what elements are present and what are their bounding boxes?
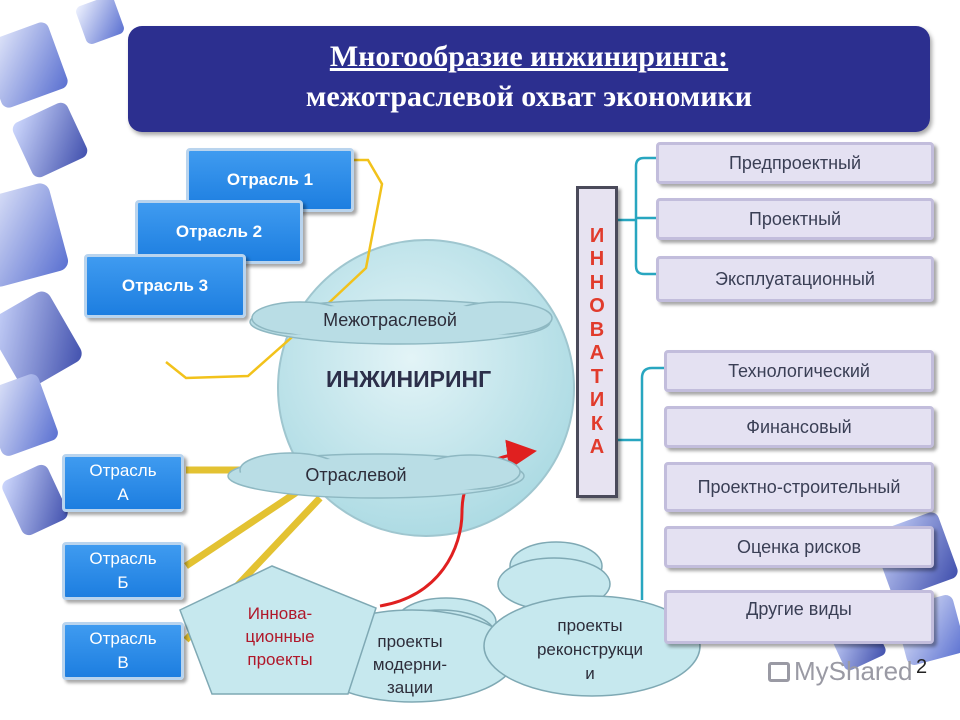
title-banner: Многообразие инжиниринга: межотраслевой … (128, 26, 930, 132)
watermark-icon (768, 662, 790, 682)
stage-preproject-label: Предпроектный (728, 152, 862, 173)
innovation-letter: А (589, 436, 605, 458)
modernization-projects-text: проекты модерни- зации (340, 630, 480, 699)
stage-operational-box: Эксплуатационный (656, 256, 934, 302)
reconstruction-line-3: и (585, 664, 595, 683)
innovation-projects-line-2: ционные (245, 627, 315, 646)
innovation-letter: Т (590, 365, 604, 388)
top-sectors-bracket (165, 158, 384, 380)
innovation-letter: О (589, 295, 605, 317)
sector-3-label: Отрасль 3 (121, 276, 209, 295)
type-financial-label: Финансовый (746, 416, 852, 437)
modernization-line-1: проекты (377, 632, 443, 651)
type-other-label: Другие виды (746, 599, 852, 619)
title-line-1: Многообразие инжиниринга: (329, 40, 729, 73)
innovation-letter: И (589, 389, 605, 411)
type-other-box: Другие виды (664, 590, 934, 644)
modernization-projects-shape (307, 597, 517, 703)
watermark-text: MyShared (794, 656, 913, 686)
innovation-projects-line-3: проекты (247, 650, 313, 669)
sector-a-box: Отрасль А (62, 454, 184, 512)
type-technological-label: Технологический (728, 360, 870, 381)
innovation-projects-line-1: Иннова- (247, 604, 313, 623)
stages-bracket (618, 156, 656, 276)
sector-2-label: Отрасль 2 (175, 222, 263, 241)
sector-b-box: Отрасль Б (62, 542, 184, 600)
innovation-letter: И (589, 224, 605, 247)
type-construction-box: Проектно-строительный (664, 462, 934, 512)
reconstruction-line-2: реконструкци (536, 640, 644, 659)
innovation-letter: К (590, 412, 604, 435)
sector-a-line-1: Отрасль (89, 461, 157, 480)
innovation-letter: А (589, 342, 605, 364)
sector-b-line-1: Отрасль (89, 549, 157, 568)
sector-b-line-2: Б (117, 573, 129, 592)
innovation-letter: В (589, 318, 605, 341)
type-technological-box: Технологический (664, 350, 934, 392)
type-construction-label: Проектно-строительный (697, 476, 901, 497)
innovation-letter: Н (589, 248, 605, 270)
types-bracket (618, 366, 664, 600)
cloud-sector-label: Отраслевой (305, 465, 407, 485)
innovation-bar: И Н Н О В А Т И К А (576, 186, 618, 498)
cloud-intersector (249, 299, 553, 345)
modernization-line-3: зации (387, 678, 433, 697)
stage-project-box: Проектный (656, 198, 934, 240)
sector-v-line-2: В (117, 653, 129, 672)
cloud-intersector-label: Межотраслевой (323, 310, 457, 330)
beam-sector-b (184, 487, 302, 569)
page-number: 2 (916, 656, 928, 678)
type-financial-box: Финансовый (664, 406, 934, 448)
modernization-line-2: модерни- (372, 655, 448, 674)
reconstruction-projects-text: проекты реконструкци и (508, 614, 672, 686)
innovation-letter: Н (589, 271, 605, 294)
reconstruction-projects-shape (483, 541, 701, 697)
stage-preproject-box: Предпроектный (656, 142, 934, 184)
sector-a-line-2: А (117, 485, 129, 504)
innovation-projects-text: Иннова- ционные проекты (200, 602, 360, 671)
cloud-sector (227, 452, 525, 499)
sector-v-line-1: Отрасль (89, 629, 157, 648)
stage-project-label: Проектный (748, 208, 842, 229)
stage-operational-label: Эксплуатационный (715, 268, 875, 289)
sector-1-label: Отрасль 1 (226, 170, 314, 189)
type-risk-label: Оценка рисков (736, 536, 862, 557)
sector-v-box: Отрасль В (62, 622, 184, 680)
reconstruction-line-1: проекты (557, 616, 623, 635)
sector-3-box: Отрасль 3 (84, 254, 246, 318)
engineering-title: ИНЖИНИРИНГ (326, 366, 492, 392)
watermark-logo: MyShared (768, 656, 913, 687)
innovation-projects-pentagon (179, 565, 377, 695)
type-risk-box: Оценка рисков (664, 526, 934, 568)
title-line-2: межотраслевой охват экономики (305, 80, 753, 113)
